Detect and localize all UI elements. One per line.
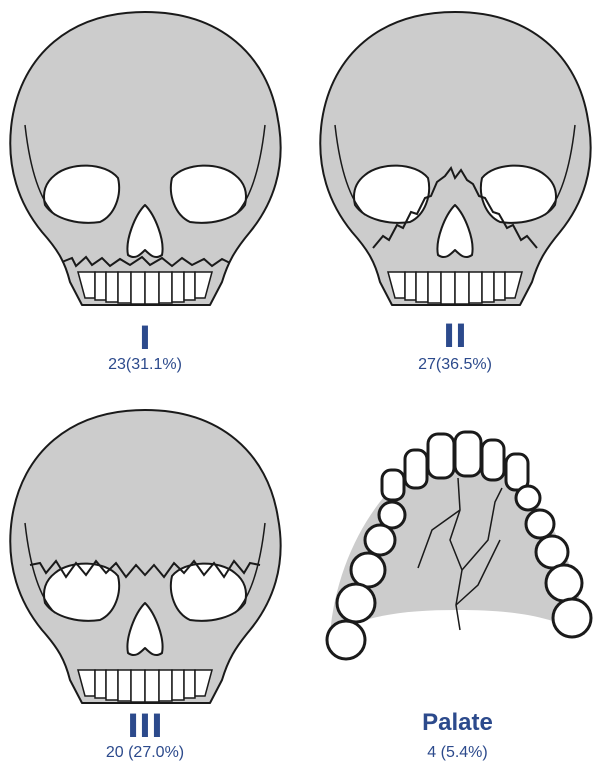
- panel-type-1: I 23(31.1%): [0, 0, 290, 385]
- case-count-label: 20 (27.0%): [0, 745, 290, 761]
- fracture-type-label: III: [0, 710, 290, 742]
- palate-label: Palate: [310, 711, 605, 735]
- palate-arch-icon: [310, 420, 605, 675]
- panel-type-3: III 20 (27.0%): [0, 405, 290, 773]
- skull-icon: [305, 0, 605, 320]
- panel-palate: Palate 4 (5.4%): [310, 420, 605, 773]
- case-count-label: 23(31.1%): [0, 357, 290, 373]
- panel-type-2: II 27(36.5%): [305, 0, 605, 385]
- case-count-label: 4 (5.4%): [310, 745, 605, 761]
- fracture-type-label: I: [0, 322, 290, 354]
- fracture-type-label: II: [305, 320, 605, 352]
- case-count-label: 27(36.5%): [305, 357, 605, 373]
- skull-icon: [0, 0, 290, 320]
- skull-icon: [0, 405, 290, 710]
